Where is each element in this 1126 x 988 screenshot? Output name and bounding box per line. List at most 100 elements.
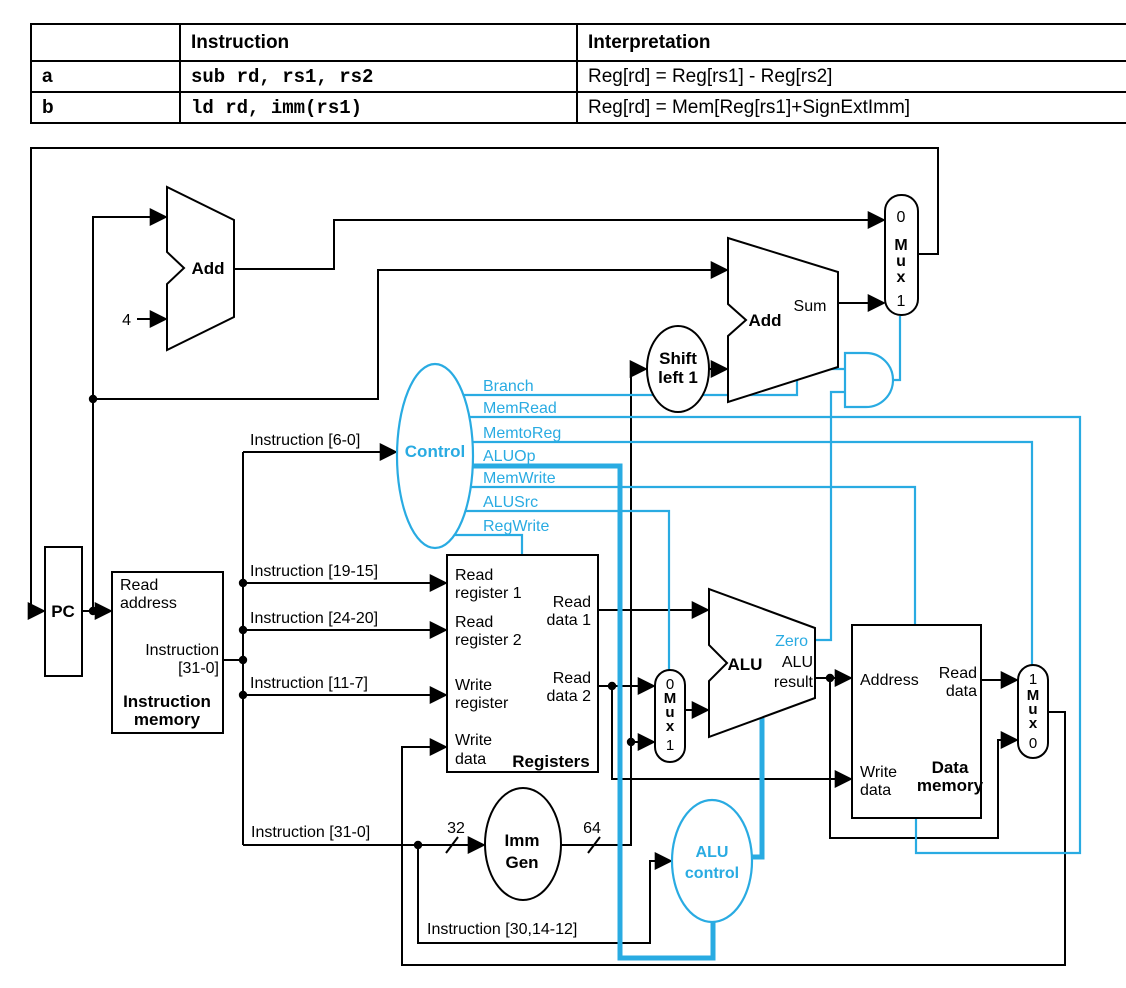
memread-signal-label: MemRead [483, 400, 557, 417]
wire-alu-result-bypass [829, 678, 1019, 839]
wire-writeback [401, 711, 1066, 966]
instr-19-15-label: Instruction [19-15] [250, 563, 378, 580]
wires-control [454, 316, 1082, 961]
read-register1-line1: Read [455, 567, 493, 584]
row-key: a [30, 60, 181, 93]
dmem-write-data-line1: Write [860, 764, 897, 781]
read-data2-line2: data 2 [547, 688, 592, 705]
pcsrc-mux: 0 M u x 1 [884, 194, 919, 316]
table-row: b ld rd, imm(rs1) Reg[rd] = Mem[Reg[rs1]… [30, 91, 1126, 124]
alu-result-line2: result [774, 674, 814, 691]
alu-result-line1: ALU [782, 654, 813, 671]
wire-read-data2-to-dmem [611, 686, 853, 788]
alusrc-mux-label-x: x [666, 718, 675, 735]
wire-pc4-to-mux [234, 211, 886, 270]
wire-immgen-out [561, 360, 648, 846]
alusrc-mux-label-u: u [665, 704, 674, 721]
table-row: a sub rd, rs1, rs2 Reg[rd] = Reg[rs1] - … [30, 60, 1126, 93]
control-unit: Control [395, 362, 475, 550]
pc4-adder-label: Add [191, 259, 224, 278]
alusrc-mux-label-0: 0 [666, 676, 674, 693]
aluop-signal-label: ALUOp [483, 448, 536, 465]
pc-label: PC [51, 602, 75, 621]
read-data1-line2: data 1 [547, 612, 592, 629]
shift-label-line2: left 1 [658, 368, 698, 387]
writeback-mux-label-0: 0 [1029, 735, 1037, 752]
immgen-label-line1: Imm [505, 831, 540, 850]
regwrite-signal-label: RegWrite [483, 518, 549, 535]
alusrc-mux-label-1: 1 [666, 737, 674, 754]
read-register2-line1: Read [455, 614, 493, 631]
imem-title-line1: Instruction [123, 692, 211, 711]
junction-dot [88, 606, 98, 616]
instr-24-20-label: Instruction [24-20] [250, 610, 378, 627]
instr-6-0-label: Instruction [6-0] [250, 432, 360, 449]
alu-label: ALU [728, 655, 763, 674]
imem-title-line2: memory [134, 710, 201, 729]
alusrc-signal-label: ALUSrc [483, 494, 538, 511]
memtoreg-signal-label: MemtoReg [483, 425, 561, 442]
ctrl-and-out-wire [892, 316, 902, 382]
memwrite-signal-label: MemWrite [483, 470, 556, 487]
dmem-write-data-line2: data [860, 782, 891, 799]
junction-dot [825, 673, 835, 683]
write-register-line2: register [455, 695, 509, 712]
wire-pc-to-branch-adder [93, 261, 729, 400]
imem-instruction-range-label: [31-0] [178, 660, 219, 677]
registers-title: Registers [512, 752, 589, 771]
read-data2-line1: Read [553, 670, 591, 687]
alu-control-line2: control [685, 865, 739, 882]
ctrl-regwrite-wire [454, 533, 524, 555]
width-64-label: 64 [583, 820, 601, 837]
junction-dot [88, 394, 98, 404]
writeback-mux-label-x: x [1029, 715, 1038, 732]
read-data1-line1: Read [553, 594, 591, 611]
instruction-table: Instruction Interpretation a sub rd, rs1… [30, 23, 1126, 124]
alu: ALU ALU result Zero [708, 587, 816, 739]
write-data-line1: Write [455, 732, 492, 749]
writeback-mux-label-1: 1 [1029, 671, 1037, 688]
shift-label-line1: Shift [659, 349, 697, 368]
dmem-address-label: Address [860, 672, 919, 689]
alu-control: ALU control [670, 798, 754, 924]
writeback-mux-label-u: u [1028, 701, 1037, 718]
row-key: b [30, 91, 181, 124]
junction-dot [238, 625, 248, 635]
write-register-line1: Write [455, 677, 492, 694]
pcsrc-mux-label-0: 0 [897, 209, 906, 226]
ctrl-memtoreg-wire [471, 440, 1034, 665]
branch-adder-label: Add [748, 311, 781, 330]
table-corner-cell [30, 23, 181, 62]
pcsrc-mux-label-u: u [896, 253, 906, 270]
instruction-memory: Read address Instruction [31-0] Instruct… [111, 571, 224, 734]
alusrc-mux-label-m: M [664, 690, 677, 707]
wires-black [27, 147, 1066, 966]
alu-control-line1: ALU [696, 844, 729, 861]
pcsrc-mux-label-x: x [897, 269, 906, 286]
column-header-instruction: Instruction [179, 23, 578, 62]
wire-instr-30-14-12 [417, 845, 673, 944]
alusrc-mux: 0 M u x 1 [654, 669, 686, 763]
row-interpretation: Reg[rd] = Reg[rs1] - Reg[rs2] [576, 60, 1126, 93]
control-label: Control [405, 442, 465, 461]
dmem-read-data-line2: data [946, 683, 977, 700]
ctrl-aluop-wire [471, 463, 716, 961]
registers: Read register 1 Read register 2 Write re… [446, 554, 599, 773]
row-instruction: ld rd, imm(rs1) [179, 91, 578, 124]
wire-pc-feedback [27, 147, 939, 620]
ctrl-memwrite-wire [470, 485, 917, 625]
junction-dot [238, 690, 248, 700]
dmem-title-line1: Data [932, 758, 969, 777]
branch-signal-label: Branch [483, 378, 534, 395]
imm-gen: Imm Gen [484, 787, 562, 901]
imem-instruction-out-label: Instruction [145, 642, 219, 659]
ctrl-alusrc-wire [464, 509, 671, 670]
imem-read-label: Read [120, 577, 158, 594]
writeback-mux-label-m: M [1027, 687, 1040, 704]
wire-labels: Instruction [6-0] Instruction [19-15] In… [250, 432, 577, 938]
instr-11-7-label: Instruction [11-7] [250, 675, 368, 692]
junction-dot [238, 655, 248, 665]
pc-register: PC [44, 546, 83, 677]
